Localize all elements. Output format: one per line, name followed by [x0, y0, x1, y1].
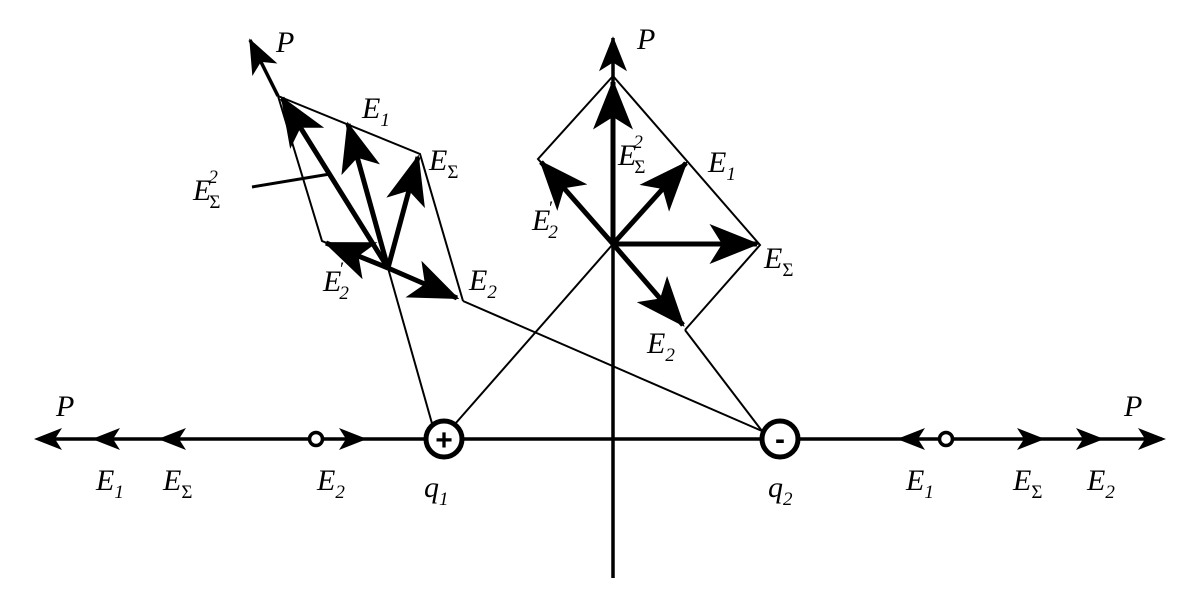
arrowhead-e-sigma-left	[158, 428, 186, 450]
arrowhead-e2-left	[339, 428, 367, 450]
left-point-vectors	[279, 95, 460, 301]
label-p-axis-left: P	[55, 390, 74, 423]
arrowhead-p-right	[1138, 428, 1166, 450]
label-e-sigma-axis-right: EΣ	[1012, 464, 1042, 503]
charge-q2-circle	[759, 418, 801, 460]
charge-q1: +	[423, 418, 465, 460]
label-e2-axis-left: E2	[316, 464, 345, 503]
axis-point-left	[307, 430, 325, 448]
axis-arrowheads	[34, 428, 1166, 450]
vector-e2-prime-upper	[539, 160, 615, 246]
pointer-e-sigma-squared	[251, 172, 331, 189]
charge-q1-circle	[423, 418, 465, 460]
line-q1-to-left-point	[387, 267, 434, 428]
vector-e2-upper	[611, 242, 685, 327]
arrowhead-e1-left	[92, 428, 120, 450]
label-e1-upper-point: E1	[707, 146, 736, 185]
label-e2-left-point: E2	[468, 264, 497, 303]
label-e-sigma-upper-point: EΣ	[763, 242, 793, 281]
label-p-axis-right: P	[1123, 390, 1142, 423]
line-q1-to-upper-point	[454, 243, 614, 425]
vector-e2-left	[387, 260, 460, 301]
arrowhead-e-sigma-right	[1017, 428, 1045, 450]
label-e-sigma-squared-left-point: EΣ2	[192, 167, 220, 213]
charge-q1-sign: +	[435, 424, 453, 457]
label-e2-prime-left-point: E2′	[322, 259, 349, 304]
label-p-upper-point: P	[636, 23, 655, 56]
arrowhead-p-left	[34, 428, 62, 450]
vector-e2-prime-left	[323, 240, 389, 280]
label-e-sigma-left-point: EΣ	[428, 144, 458, 183]
vector-e-sigma-squared-left	[279, 95, 391, 270]
label-q2: q2	[768, 471, 793, 510]
p-direction-arrow-left	[248, 38, 280, 97]
label-e2-prime-upper-point: E2′	[531, 198, 558, 243]
rhombus-e1-e2	[612, 75, 762, 331]
label-e2-axis-right: E2	[1086, 464, 1115, 503]
upper-point-vectors	[539, 79, 760, 327]
line-q2-to-upper-point	[684, 329, 763, 432]
vector-e1-left	[341, 121, 391, 269]
line-q2-to-left-point	[462, 300, 763, 432]
label-e1-axis-right: E1	[905, 464, 934, 503]
label-q1: q1	[424, 471, 449, 510]
label-e-sigma-axis-left: EΣ	[162, 464, 192, 503]
label-e2-upper-point: E2	[646, 327, 675, 366]
label-e1-axis-left: E1	[95, 464, 124, 503]
arrowhead-e2-right	[1076, 428, 1104, 450]
axis-point-right	[937, 430, 955, 448]
axes	[40, 36, 1162, 578]
label-e-sigma-squared-upper-point: EΣ2	[617, 132, 645, 178]
parallelogram-e1-e2	[277, 95, 464, 302]
label-p-left-point: P	[275, 26, 294, 59]
charge-q2: -	[759, 418, 801, 460]
arrowhead-e1-right	[897, 428, 925, 450]
vector-e1-upper	[611, 161, 688, 246]
vector-e-sigma-left	[385, 154, 425, 269]
charge-q2-sign: -	[775, 423, 785, 456]
label-e1-left-point: E1	[361, 92, 390, 131]
